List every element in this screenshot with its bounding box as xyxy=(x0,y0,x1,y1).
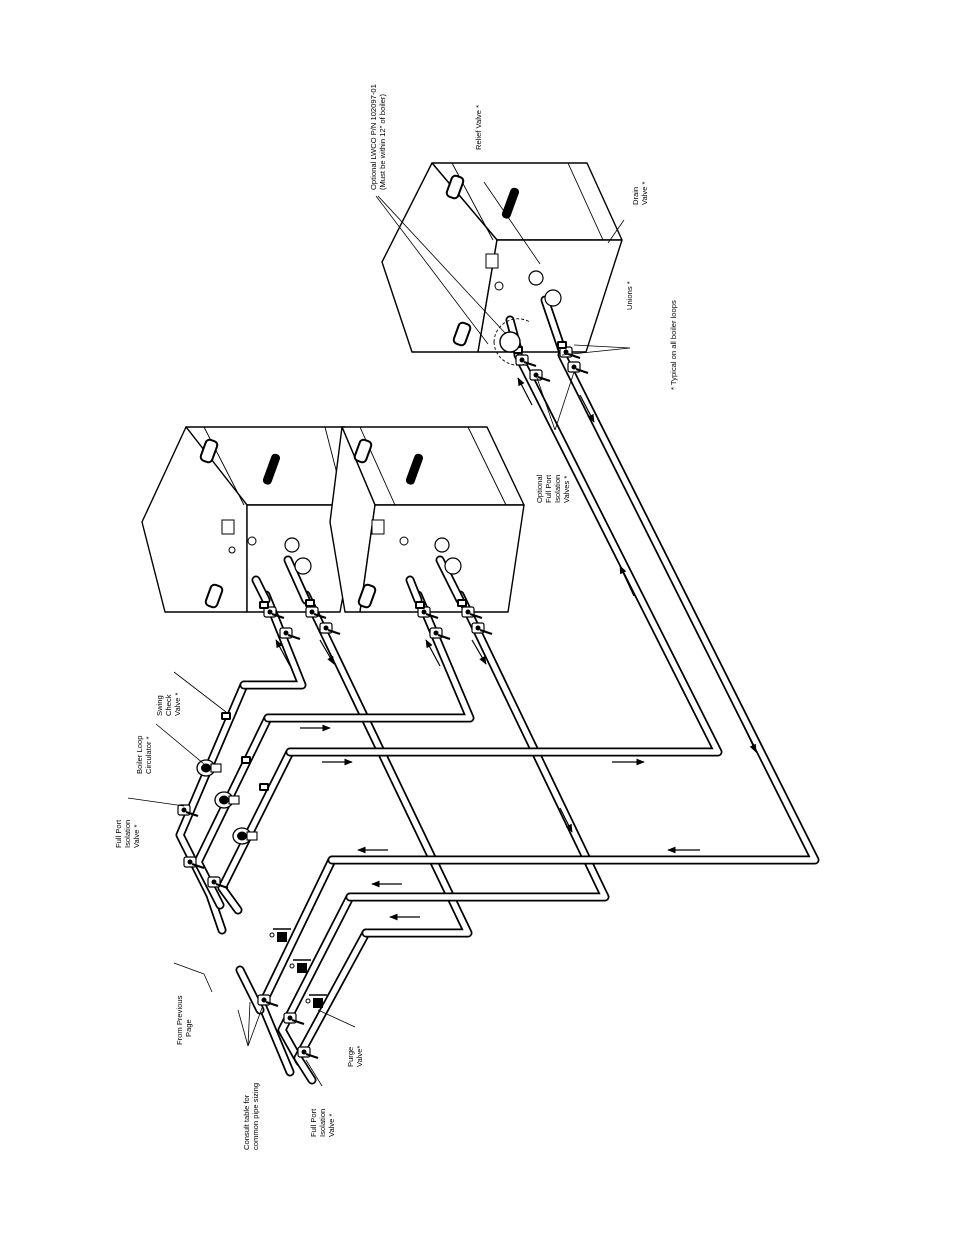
svg-text:Valve *: Valve * xyxy=(173,692,182,716)
svg-text:Valve *: Valve * xyxy=(132,824,141,848)
boiler-c xyxy=(381,162,623,353)
svg-text:Valve *: Valve * xyxy=(640,181,649,205)
boiler-a xyxy=(141,426,361,613)
label-drain-valve: Drain Valve * xyxy=(631,181,649,205)
svg-text:Purge: Purge xyxy=(346,1047,355,1067)
label-unions: Unions * xyxy=(625,281,634,310)
svg-text:Isolation: Isolation xyxy=(318,1109,327,1137)
svg-text:Full Port: Full Port xyxy=(309,1108,318,1137)
svg-text:Isolation: Isolation xyxy=(553,475,562,503)
svg-text:* Typical on all boiler loops: * Typical on all boiler loops xyxy=(669,300,678,390)
svg-text:common pipe sizing: common pipe sizing xyxy=(251,1083,260,1150)
flow-arrows xyxy=(275,377,757,921)
boiler-trim xyxy=(284,270,562,575)
svg-text:Full Port: Full Port xyxy=(114,819,123,848)
svg-text:(Must be within 12" of boiler): (Must be within 12" of boiler) xyxy=(378,94,387,190)
label-typical-note: * Typical on all boiler loops xyxy=(669,300,678,390)
svg-text:Page: Page xyxy=(184,1019,193,1037)
svg-text:From Previous: From Previous xyxy=(175,995,184,1045)
label-swing-check-valve: Swing Check Valve * xyxy=(155,692,182,716)
label-full-port-isolation-bottom: Full Port Isolation Valve * xyxy=(309,1108,336,1137)
svg-text:Consult table for: Consult table for xyxy=(242,1094,251,1150)
svg-text:Optional: Optional xyxy=(535,474,544,503)
label-boiler-loop-circulator: Boiler Loop Circulator * xyxy=(135,736,153,774)
boiler-b xyxy=(329,426,525,613)
svg-text:Full Port: Full Port xyxy=(544,474,553,503)
circulators xyxy=(196,759,258,845)
label-purge-valve: Purge Valve* xyxy=(346,1046,364,1067)
svg-text:Circulator *: Circulator * xyxy=(144,736,153,774)
svg-text:Valves *: Valves * xyxy=(562,476,571,503)
svg-text:Unions *: Unions * xyxy=(625,281,634,310)
leader-lines xyxy=(127,181,631,1087)
svg-text:Drain: Drain xyxy=(631,187,640,205)
svg-text:Boiler Loop: Boiler Loop xyxy=(135,736,144,774)
label-optional-isolation-valves: Optional Full Port Isolation Valves * xyxy=(535,474,571,503)
svg-text:Swing: Swing xyxy=(155,695,164,716)
label-from-previous-page: From Previous Page xyxy=(175,995,193,1045)
piping xyxy=(175,295,820,1085)
label-lwco: Optional LWCO P/N 102097-01 (Must be wit… xyxy=(369,84,387,190)
svg-text:Valve*: Valve* xyxy=(355,1046,364,1067)
svg-text:Check: Check xyxy=(164,694,173,716)
svg-text:Valve *: Valve * xyxy=(327,1113,336,1137)
label-consult-table: Consult table for common pipe sizing xyxy=(242,1083,260,1150)
svg-text:Optional LWCO P/N 102097-01: Optional LWCO P/N 102097-01 xyxy=(369,84,378,190)
svg-text:Isolation: Isolation xyxy=(123,820,132,848)
label-full-port-isolation-top: Full Port Isolation Valve * xyxy=(114,819,141,848)
svg-text:Relief Valve *: Relief Valve * xyxy=(474,105,483,150)
label-relief-valve: Relief Valve * xyxy=(474,105,483,150)
